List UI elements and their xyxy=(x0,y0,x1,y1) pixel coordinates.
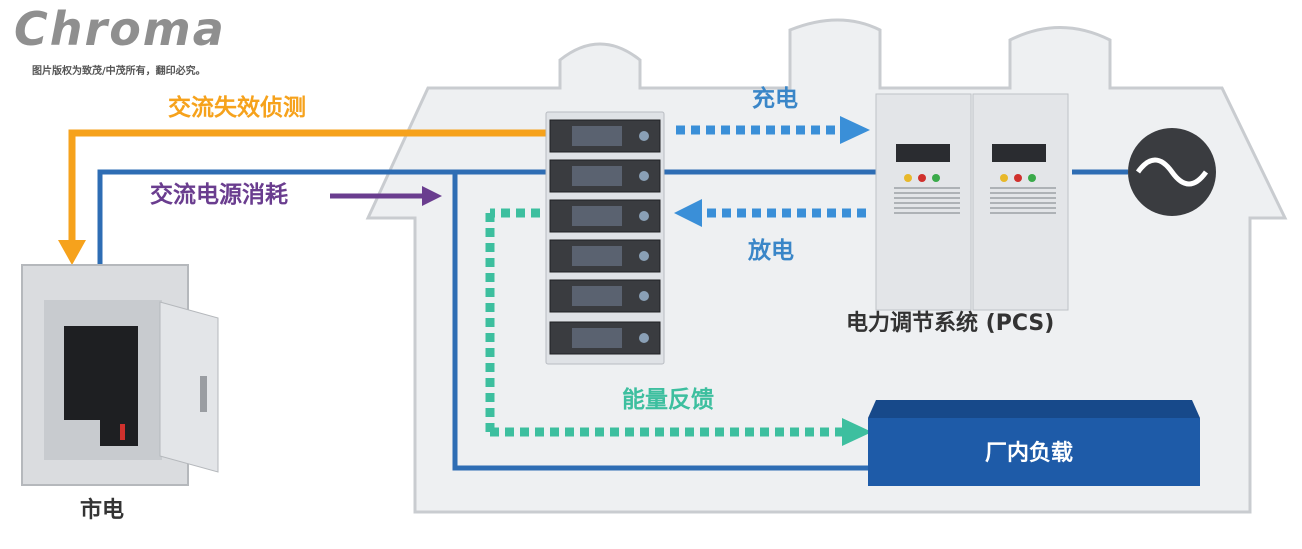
pcs-cabinets xyxy=(875,93,1069,311)
label-factory-load: 厂内负载 xyxy=(985,441,1074,466)
power-rack-stack xyxy=(545,111,665,365)
ac-failure-arrowhead xyxy=(58,240,86,265)
label-discharge: 放电 xyxy=(748,238,794,264)
energy-feedback-path xyxy=(485,208,842,437)
sine-wave-icon xyxy=(1128,128,1216,216)
label-mains: 市电 xyxy=(80,498,125,523)
blue-power-lines xyxy=(97,169,1128,471)
label-ac-power-consumption: 交流电源消耗 xyxy=(150,182,288,208)
ac-failure-line xyxy=(68,129,548,258)
label-ac-failure-detection: 交流失效侦测 xyxy=(168,95,306,121)
charge-arrowhead xyxy=(840,116,870,144)
label-pcs: 电力调节系统 (PCS) xyxy=(846,311,1055,336)
ac-consumption-arrowhead xyxy=(422,186,442,206)
energy-feedback-arrowhead xyxy=(842,418,872,446)
chroma-logo: Chroma xyxy=(14,2,226,56)
electrical-panel-icon xyxy=(21,264,219,486)
discharge-arrowhead xyxy=(674,199,702,227)
label-energy-feedback: 能量反馈 xyxy=(622,387,714,413)
label-charge: 充电 xyxy=(752,86,798,112)
copyright-notice: 图片版权为致茂/中茂所有，翻印必究。 xyxy=(32,66,206,77)
factory-load-box xyxy=(868,400,1200,486)
